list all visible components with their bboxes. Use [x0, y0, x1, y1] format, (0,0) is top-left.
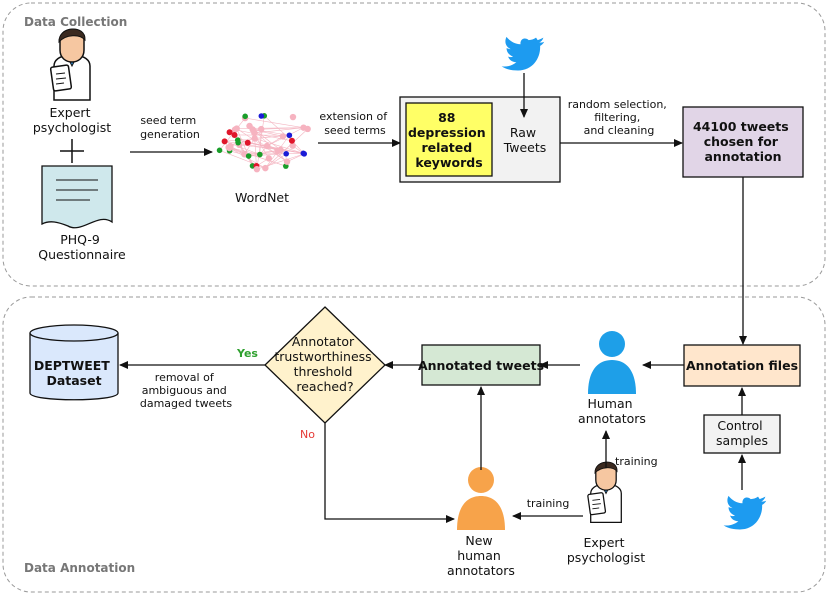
yes-label: Yes — [236, 347, 258, 360]
wordnet-node — [289, 142, 296, 149]
wordnet-node — [221, 138, 228, 145]
database-icon — [29, 324, 119, 401]
training-up-label: training — [615, 455, 658, 468]
expert-psychologist-top-label: Expert psychologist — [33, 105, 111, 135]
wordnet-node — [274, 147, 281, 154]
decision-label: Annotator trustworthiness threshold reac… — [274, 334, 375, 394]
wordnet-node — [262, 164, 269, 172]
plus-icon — [60, 139, 84, 163]
wordnet-node — [226, 129, 233, 136]
keywords-label: 88 depression related keywords — [408, 110, 490, 170]
wordnet-node — [263, 142, 271, 150]
person-icon — [588, 331, 636, 394]
expert-psychologist-bottom-label: Expert psychologist — [567, 535, 645, 565]
control-samples-box — [703, 414, 781, 454]
twitter-icon — [501, 36, 545, 71]
wordnet-node — [258, 125, 265, 133]
no-label: No — [300, 428, 315, 441]
keywords-box — [405, 102, 493, 177]
seed-term-label: seed term generation — [140, 114, 200, 141]
extension-label: extension of seed terms — [319, 110, 390, 137]
wordnet-node — [288, 137, 295, 144]
wordnet-node — [246, 122, 253, 130]
wordnet-node — [251, 135, 258, 142]
removal-label: removal of ambiguous and damaged tweets — [140, 371, 233, 410]
doctor-icon — [587, 461, 622, 524]
control-samples-label: Control samples — [716, 418, 768, 448]
tweets-chosen-label: 44100 tweets chosen for annotation — [693, 119, 793, 164]
training-left-label: training — [527, 497, 570, 510]
wordnet-node — [265, 155, 273, 162]
wordnet-node — [216, 147, 223, 154]
twitter-icon — [723, 495, 767, 530]
wordnet-node — [235, 139, 241, 146]
wordnet-node — [233, 125, 240, 132]
wordnet-node — [257, 151, 263, 158]
no-arrow — [324, 423, 455, 523]
data-annotation-title: Data Annotation — [24, 561, 135, 575]
annotated-tweets-label: Annotated tweets — [418, 358, 544, 373]
random-selection-label: random selection, filtering, and cleanin… — [568, 98, 671, 137]
wordnet-graph-icon — [216, 112, 311, 173]
dataset-label: DEPTWEET Dataset — [34, 358, 114, 388]
wordnet-node — [242, 113, 248, 120]
human-annotators-label: Human annotators — [578, 396, 646, 426]
wordnet-node — [301, 151, 308, 157]
person-icon — [457, 467, 505, 530]
wordnet-node — [300, 124, 307, 131]
raw-tweets-label: Raw Tweets — [503, 125, 547, 155]
annotated-tweets-box — [421, 344, 541, 386]
new-annotators-label: New human annotators — [447, 533, 515, 578]
wordnet-node — [231, 131, 238, 138]
wordnet-node — [283, 158, 291, 165]
wordnet-node — [279, 133, 287, 140]
phq9-label: PHQ-9 Questionnaire — [38, 232, 126, 262]
annotation-files-label: Annotation files — [686, 358, 798, 373]
wordnet-node — [286, 132, 293, 139]
data-collection-title: Data Collection — [24, 15, 127, 29]
wordnet-node — [227, 142, 234, 150]
wordnet-node — [244, 139, 251, 146]
document-icon — [41, 165, 113, 229]
wordnet-node — [258, 113, 265, 119]
wordnet-node — [253, 165, 261, 173]
wordnet-node — [283, 150, 289, 157]
annotation-files-box — [683, 344, 801, 387]
data-collection-section — [2, 2, 826, 287]
doctor-icon — [49, 28, 91, 101]
wordnet-label: WordNet — [235, 190, 289, 205]
wordnet-node — [289, 113, 297, 121]
data-annotation-section — [2, 296, 826, 593]
wordnet-node — [245, 153, 252, 159]
